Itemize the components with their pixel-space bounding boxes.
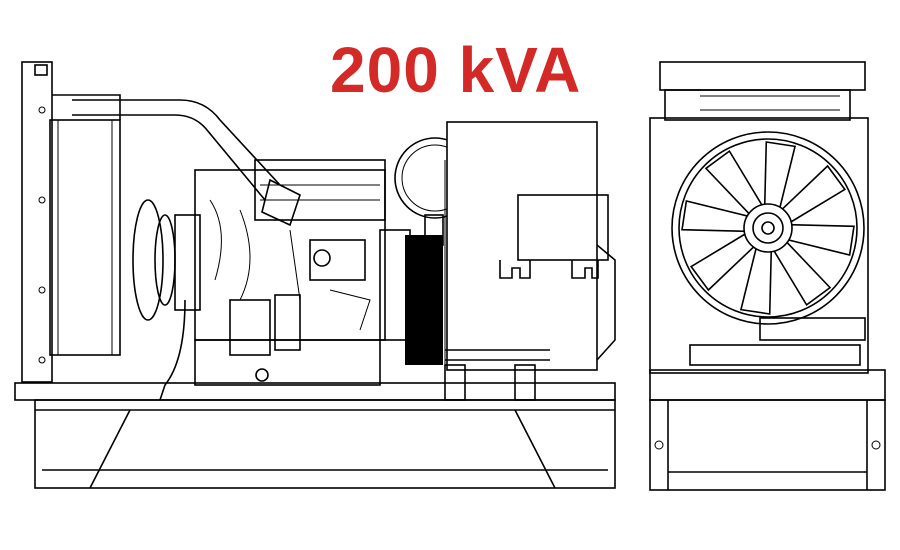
rating-label: 200 kVA	[330, 34, 582, 106]
fan-blade	[785, 223, 855, 257]
fan-blade	[689, 232, 756, 292]
coolant-pipe	[72, 99, 281, 186]
radiator	[21, 61, 121, 383]
alternator	[444, 121, 616, 401]
fan-blade	[739, 245, 773, 315]
front-view	[649, 61, 886, 491]
fan-blade	[704, 149, 764, 216]
fan	[671, 131, 865, 325]
fan-blade	[780, 164, 847, 224]
fan-blade	[763, 141, 797, 211]
base-frame	[14, 382, 616, 489]
engine	[159, 159, 411, 401]
pulley	[132, 199, 201, 321]
side-view	[14, 61, 616, 489]
fan-blade	[772, 240, 832, 307]
coupling	[405, 235, 443, 365]
fan-blade	[681, 199, 751, 233]
